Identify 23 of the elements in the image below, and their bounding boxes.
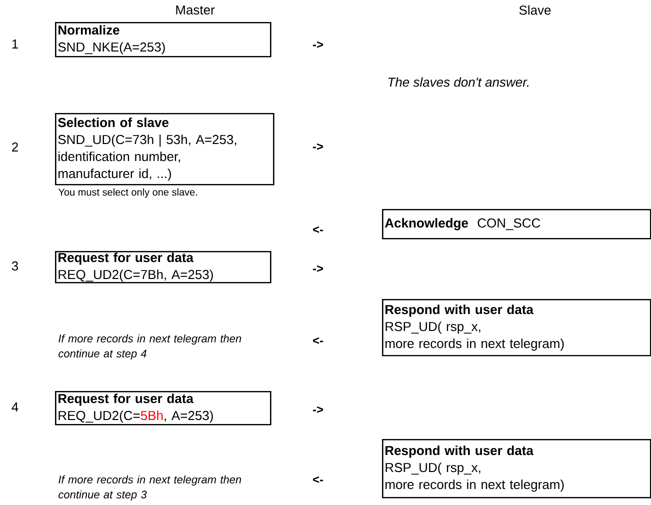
note: The slaves don't answer.	[388, 77, 528, 87]
note: If more records in next telegram then continue at step 3	[58, 475, 242, 501]
column-header: Slave	[519, 5, 551, 15]
message-box: Selection of slave SND_UD(C=73h | 53h, A=253, identification number, manufacturer id, ...)	[55, 113, 274, 186]
message-box: Request for user data REQ_UD2(C=7Bh, A=253)	[55, 251, 272, 284]
arrow-symbol: ->	[312, 41, 324, 48]
arrow-symbol: <-	[313, 476, 324, 483]
message-box: Request for user data REQ_UD2(C=5Bh, A=253)	[55, 391, 272, 426]
step-number: 2	[12, 142, 18, 152]
arrow-symbol: ->	[312, 143, 324, 150]
arrow-symbol: ->	[312, 406, 324, 413]
note: If more records in next telegram then continue at step 4	[58, 334, 242, 360]
step-number: 1	[12, 40, 18, 48]
arrow-symbol: <-	[313, 337, 324, 344]
step-number: 4	[12, 402, 18, 412]
message-box: Acknowledge CON_SCC	[382, 209, 651, 240]
message-box: Normalize SND_NKE(A=253)	[55, 22, 272, 58]
message-box: Respond with user data RSP_UD( rsp_x, more records in next telegram)	[382, 299, 651, 356]
note: You must select only one slave.	[58, 188, 197, 198]
step-number: 3	[12, 261, 18, 271]
arrow-symbol: <-	[313, 226, 324, 233]
arrow-symbol: ->	[312, 265, 324, 272]
message-box: Respond with user data RSP_UD( rsp_x, more records in next telegram)	[382, 439, 651, 498]
